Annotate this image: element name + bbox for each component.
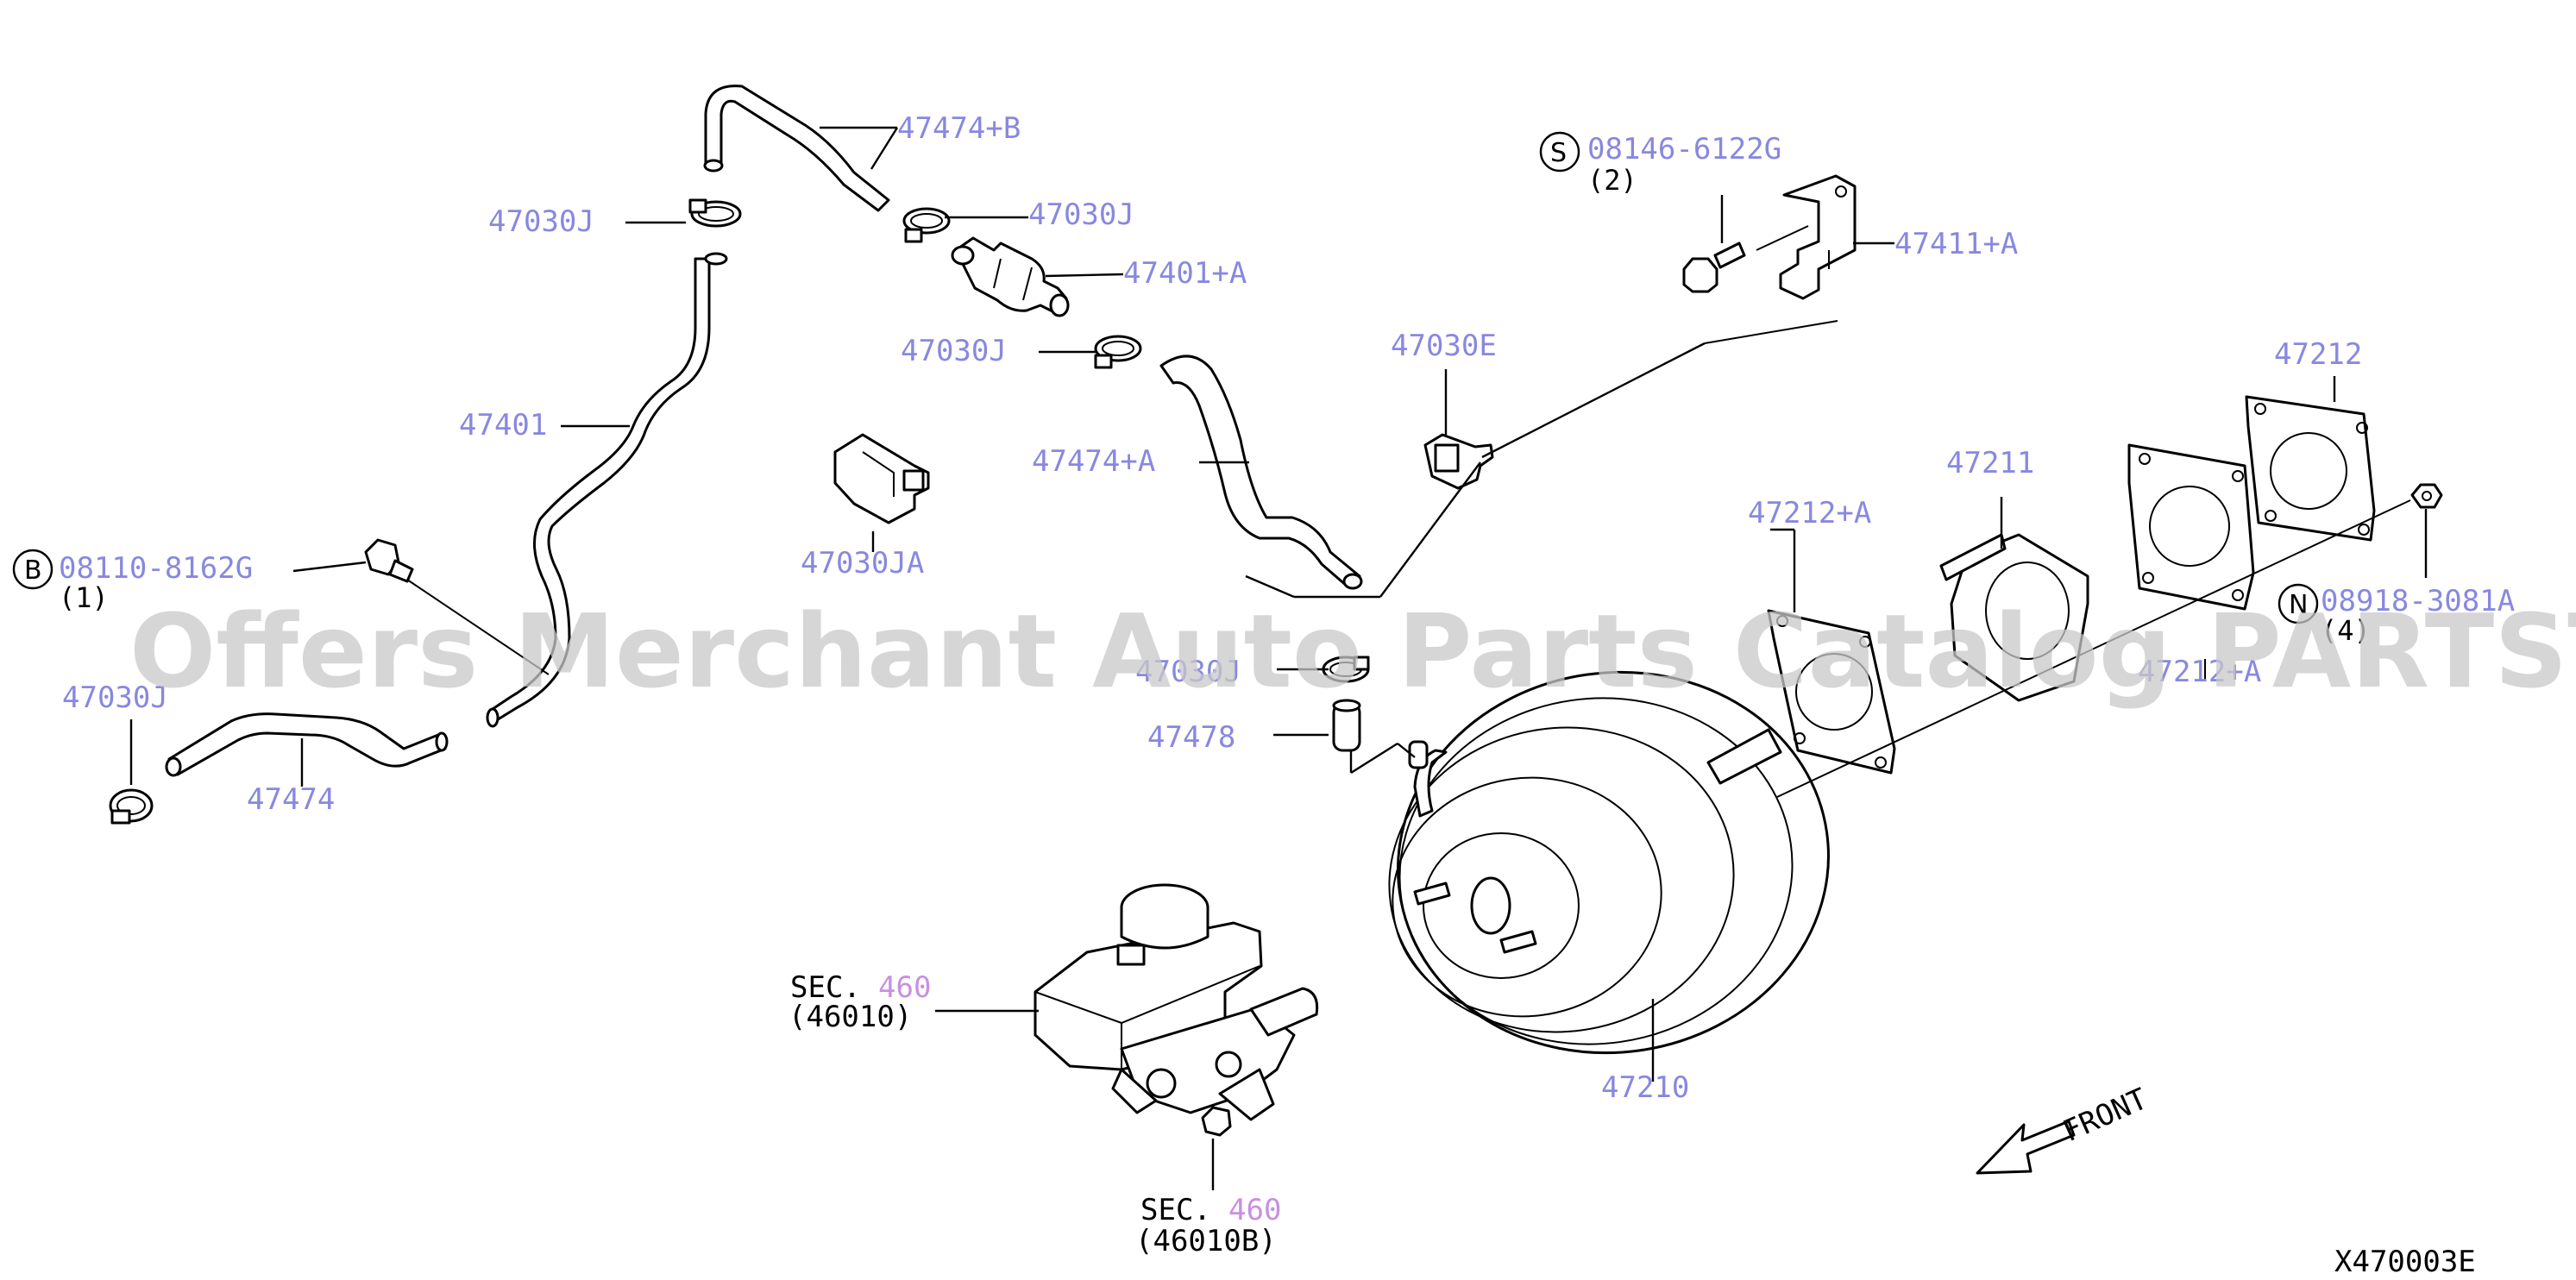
gasket-47212a-left bbox=[1767, 609, 1896, 775]
front-label: FRONT bbox=[2058, 1082, 2152, 1149]
hose-clamp-47030j-c bbox=[902, 207, 951, 243]
check-valve-47401a bbox=[951, 236, 1070, 317]
hose-clamp-47030j-b bbox=[109, 788, 154, 825]
part-label-47212: 47212 bbox=[2274, 337, 2362, 372]
connector-47478 bbox=[1332, 699, 1361, 752]
fastener-qty-b: (1) bbox=[59, 581, 109, 614]
fastener-symbol-b-text: B bbox=[24, 555, 42, 586]
spacer-47211 bbox=[1939, 533, 2089, 702]
part-label-47210: 47210 bbox=[1601, 1070, 1689, 1105]
part-label-47030j-d: 47030J bbox=[901, 334, 1007, 368]
part-label-47030e: 47030E bbox=[1391, 329, 1497, 363]
part-label-47030j-a: 47030J bbox=[488, 204, 594, 239]
leader-lines bbox=[129, 126, 2428, 1190]
fastener-labels: 08146-6122G (2) 08110-8162G (1) 08918-30… bbox=[59, 132, 2515, 647]
fastener-qty-n: (4) bbox=[2321, 614, 2371, 647]
vacuum-hose-47474a bbox=[1159, 355, 1363, 590]
grommet-47030e bbox=[1423, 433, 1494, 490]
part-label-47401: 47401 bbox=[459, 408, 547, 442]
vacuum-hose-47474b bbox=[703, 85, 890, 212]
fastener-number-n: 08918-3081A bbox=[2321, 584, 2515, 618]
hose-clamp-47030j-e bbox=[1322, 656, 1370, 683]
gasket-47212 bbox=[2245, 395, 2376, 542]
vacuum-hose-47401 bbox=[486, 252, 728, 728]
fastener-symbol-n: N bbox=[2278, 583, 2319, 624]
part-label-47030ja: 47030JA bbox=[801, 546, 924, 580]
fastener-qty-s: (2) bbox=[1587, 164, 1637, 197]
bolt-08146-6122g bbox=[1682, 242, 1746, 293]
section-refs: SEC. 460 (46010) SEC. 460 (46010B) bbox=[789, 970, 1281, 1258]
part-label-47411a: 47411+A bbox=[1894, 227, 2018, 261]
part-label-47401a: 47401+A bbox=[1123, 256, 1247, 291]
part-label-47030j-e: 47030J bbox=[1135, 655, 1241, 689]
watermark: Offers Merchant Auto Parts Catalog PARTS… bbox=[129, 592, 2576, 711]
gasket-47212a-right bbox=[2127, 443, 2255, 611]
part-label-47212a-right: 47212+A bbox=[2138, 655, 2261, 689]
sec-prefix-1: SEC. bbox=[790, 970, 861, 1005]
part-label-47212a-left: 47212+A bbox=[1748, 496, 1871, 530]
fastener-symbol-n-text: N bbox=[2289, 590, 2308, 620]
hose-clamp-47030j-a bbox=[688, 198, 742, 228]
sec-number-1: 460 bbox=[878, 970, 931, 1005]
hose-clamp-47030j-d bbox=[1094, 335, 1142, 369]
sec-sub-1: (46010) bbox=[789, 1000, 912, 1034]
part-label-47474: 47474 bbox=[247, 782, 335, 817]
vacuum-hose-47474 bbox=[165, 712, 449, 777]
fastener-symbol-s-text: S bbox=[1550, 138, 1567, 168]
bracket-47411a bbox=[1779, 174, 1857, 300]
clip-47030ja bbox=[833, 433, 930, 524]
master-cylinder-sec-460 bbox=[1034, 883, 1319, 1137]
sec-sub-2: (46010B) bbox=[1135, 1224, 1277, 1258]
part-label-47030j-b: 47030J bbox=[62, 681, 168, 715]
fastener-symbol-b: B bbox=[12, 549, 53, 590]
bolt-08110-8162g bbox=[364, 538, 414, 583]
brake-booster-47210 bbox=[1388, 670, 1830, 1055]
fastener-number-b: 08110-8162G bbox=[59, 551, 253, 586]
part-label-47474b: 47474+B bbox=[897, 111, 1021, 146]
sec-prefix-2: SEC. bbox=[1140, 1193, 1211, 1227]
diagram-code: X470003E bbox=[2334, 1245, 2476, 1279]
part-label-47211: 47211 bbox=[1946, 446, 2034, 480]
part-labels: 47474+B 47030J 47030J 47401+A 47030J 470… bbox=[62, 111, 2362, 1105]
part-label-47030j-c: 47030J bbox=[1028, 198, 1134, 232]
sec-number-2: 460 bbox=[1228, 1193, 1281, 1227]
part-label-47474a: 47474+A bbox=[1032, 444, 1155, 479]
fastener-symbol-s: S bbox=[1539, 131, 1580, 173]
nut-08918-3081a bbox=[2410, 483, 2443, 509]
fastener-number-s: 08146-6122G bbox=[1587, 132, 1781, 166]
front-arrow: FRONT bbox=[1976, 1082, 2152, 1175]
part-label-47478: 47478 bbox=[1147, 720, 1235, 755]
